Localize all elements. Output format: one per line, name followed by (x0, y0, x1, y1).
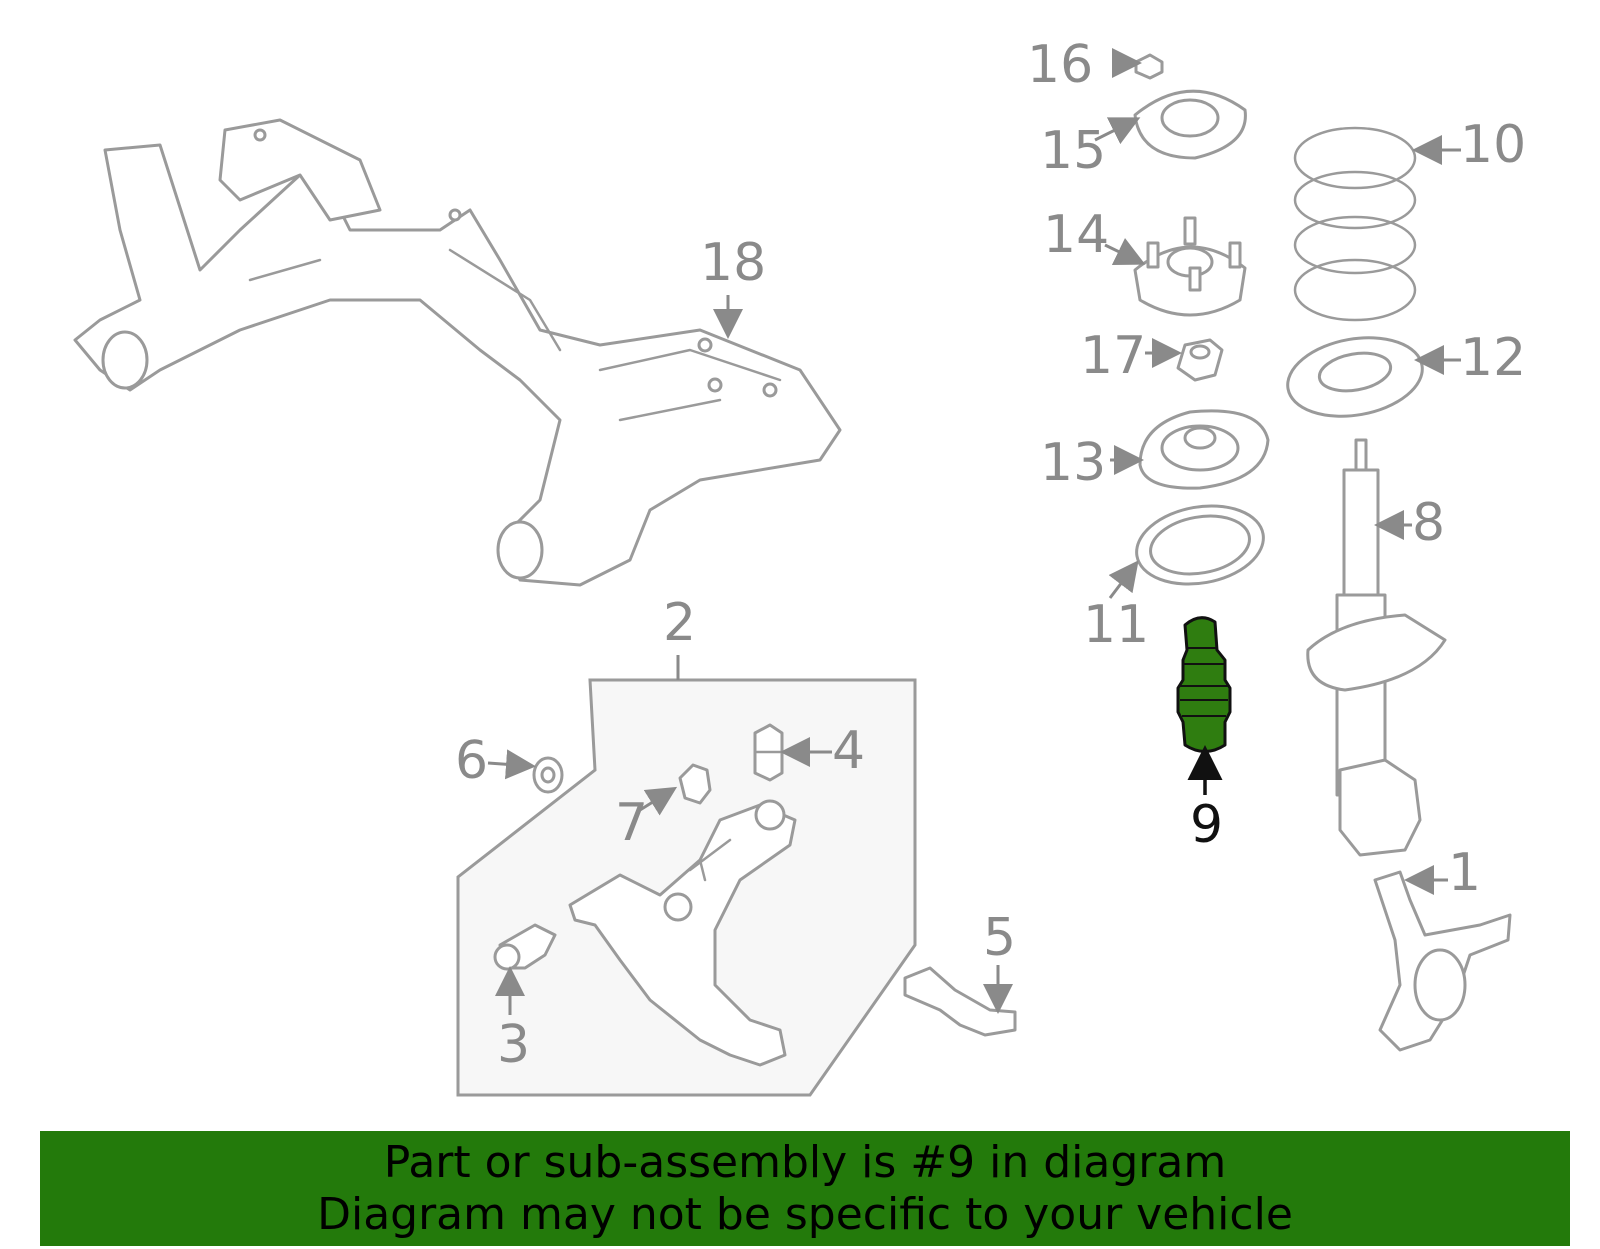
callout-arrow-15 (1094, 117, 1141, 145)
crossmember-part-18[interactable] (73, 118, 842, 587)
callout-arrow-11 (1108, 560, 1139, 599)
nut-part-16[interactable] (1134, 53, 1164, 80)
spring-seat-part-13[interactable] (1138, 409, 1270, 490)
bushing-part-4[interactable] (753, 723, 784, 782)
disclaimer-banner: Part or sub-assembly is #9 in diagram Di… (40, 1131, 1570, 1246)
callout-2: 2 (663, 593, 696, 653)
bump-stop-part-17[interactable] (1176, 338, 1224, 382)
callout-11: 11 (1083, 595, 1149, 655)
callout-6: 6 (455, 731, 488, 791)
callout-8: 8 (1412, 493, 1445, 553)
callout-12: 12 (1460, 328, 1526, 388)
strut-mount-part-14[interactable] (1133, 216, 1247, 317)
spring-seat-part-12[interactable] (1281, 328, 1428, 426)
callout-3: 3 (497, 1015, 530, 1075)
callout-9: 9 (1190, 795, 1223, 855)
bump-stop-boot-part-9[interactable] (1176, 616, 1232, 753)
callout-15: 15 (1040, 121, 1106, 181)
callout-17: 17 (1080, 326, 1146, 386)
callout-arrow-7 (639, 786, 678, 816)
steering-knuckle-part-1[interactable] (1373, 870, 1512, 1052)
banner-line-1: Part or sub-assembly is #9 in diagram (383, 1137, 1227, 1188)
lower-control-arm-assembly-part-2[interactable] (456, 678, 917, 1097)
bracket-part-5[interactable] (903, 966, 1017, 1037)
bushing-part-3[interactable] (493, 923, 557, 971)
washer-part-6[interactable] (532, 756, 564, 794)
callout-1: 1 (1448, 843, 1481, 903)
callout-13: 13 (1040, 433, 1106, 493)
callout-14: 14 (1043, 205, 1109, 265)
callout-18: 18 (700, 233, 766, 293)
callout-arrow-6 (487, 749, 536, 780)
mount-plate-part-15[interactable] (1133, 89, 1247, 160)
banner-line-2: Diagram may not be specific to your vehi… (317, 1189, 1293, 1240)
coil-spring-part-10[interactable] (1293, 126, 1417, 322)
strut-part-8[interactable] (1306, 438, 1447, 857)
nut-part-7[interactable] (678, 763, 712, 805)
callout-5: 5 (983, 908, 1016, 968)
spring-insulator-part-11[interactable] (1130, 496, 1269, 593)
callout-7: 7 (615, 793, 648, 853)
callout-4: 4 (832, 721, 865, 781)
callout-arrow-14 (1104, 238, 1146, 266)
callout-10: 10 (1460, 115, 1526, 175)
callout-16: 16 (1027, 35, 1093, 95)
